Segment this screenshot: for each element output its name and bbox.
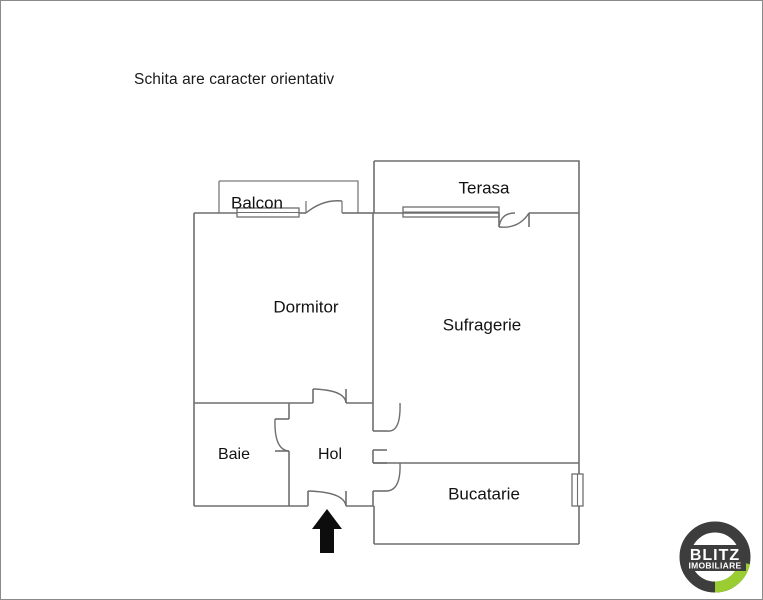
logo-badge: BLITZ IMOBILIARE — [684, 545, 746, 571]
door-terasa — [498, 212, 530, 228]
entrance-arrow — [312, 509, 342, 553]
room-label-sufragerie: Sufragerie — [443, 315, 521, 334]
blitz-imobiliare-logo: BLITZ IMOBILIARE — [679, 521, 751, 593]
door-entrance — [307, 490, 347, 507]
interior-walls — [194, 213, 579, 506]
bucatarie-window — [571, 473, 584, 507]
room-label-bucatarie: Bucatarie — [448, 484, 520, 503]
door-baie-hol — [274, 418, 290, 452]
door-hol-sufragerie — [373, 402, 401, 451]
logo-secondary-text: IMOBILIARE — [688, 560, 741, 570]
apartment-outline — [193, 212, 580, 545]
door-hol-bucatarie — [373, 462, 401, 492]
room-label-terasa: Terasa — [458, 178, 510, 197]
door-balcon — [305, 200, 343, 214]
plan-caption: Schita are caracter orientativ — [134, 71, 335, 88]
door-dormitor-hol — [312, 388, 347, 404]
room-terasa — [373, 160, 580, 218]
room-label-baie: Baie — [218, 446, 250, 463]
room-label-hol: Hol — [318, 446, 342, 463]
logo-primary-text: BLITZ — [690, 547, 740, 564]
room-label-dormitor: Dormitor — [273, 297, 339, 316]
room-label-balcon: Balcon — [231, 193, 283, 212]
